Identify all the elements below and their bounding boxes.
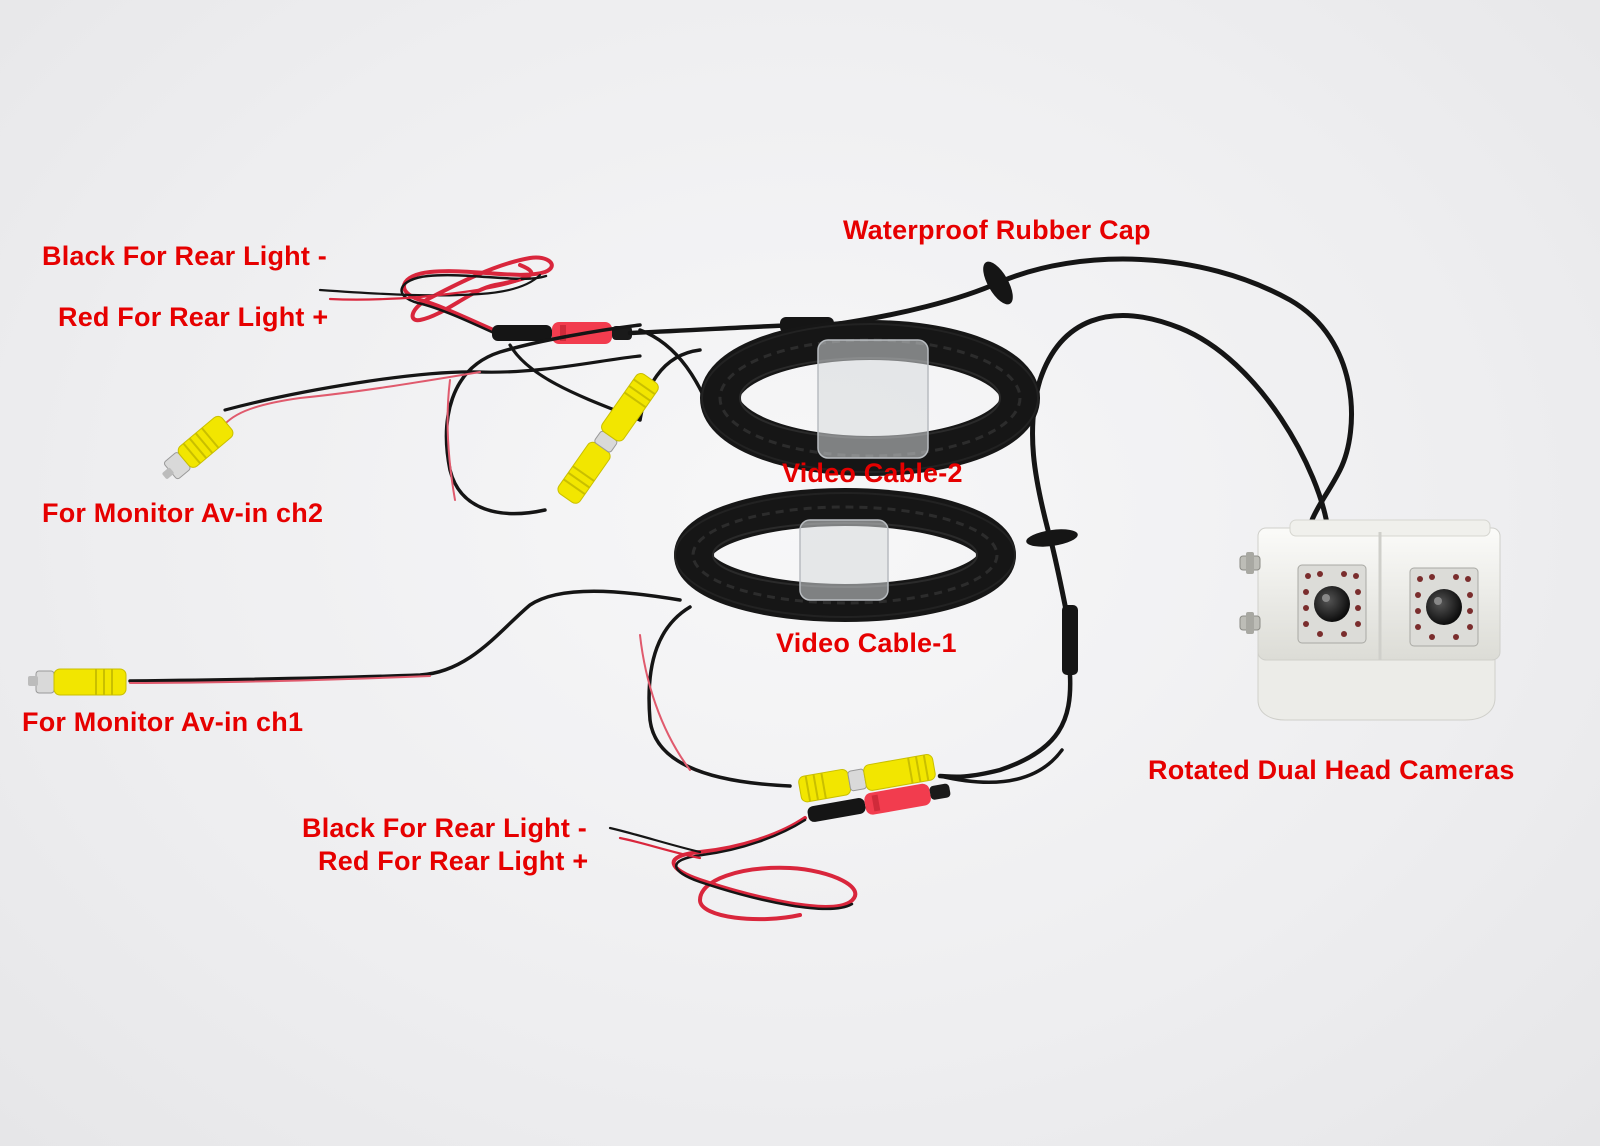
power-connector-top [492,322,632,344]
signal-wire-trails [129,371,691,771]
dual-head-camera [1239,519,1501,721]
main-cables [128,256,1354,788]
label-monitor-ch2: For Monitor Av-in ch2 [42,498,324,528]
label-video-cable-1: Video Cable-1 [776,628,957,658]
label-red-rear-light-top: Red For Rear Light + [58,302,329,332]
rca-connector-ch2 [162,415,234,480]
rca-connector-vc2-pair [557,372,659,504]
rca-connector-vc1-pair [798,754,936,803]
video-cable-2-coil [700,320,1040,476]
label-black-rear-light-top: Black For Rear Light - [42,241,327,271]
video-cable-1-coil [674,488,1016,622]
rca-connector-ch1 [28,668,127,696]
mount-bolts [1239,552,1261,634]
label-waterproof-rubber-cap: Waterproof Rubber Cap [843,215,1151,245]
label-monitor-ch1: For Monitor Av-in ch1 [22,707,304,737]
power-wire-bundle-bottom [608,816,858,922]
label-video-cable-2: Video Cable-2 [782,458,963,488]
label-dual-head-cameras: Rotated Dual Head Cameras [1148,755,1515,785]
power-connector-bottom [807,783,951,822]
power-wire-bundle-top [318,255,554,340]
label-red-rear-light-bottom: Red For Rear Light + [318,846,589,876]
label-black-rear-light-bottom: Black For Rear Light - [302,813,587,843]
